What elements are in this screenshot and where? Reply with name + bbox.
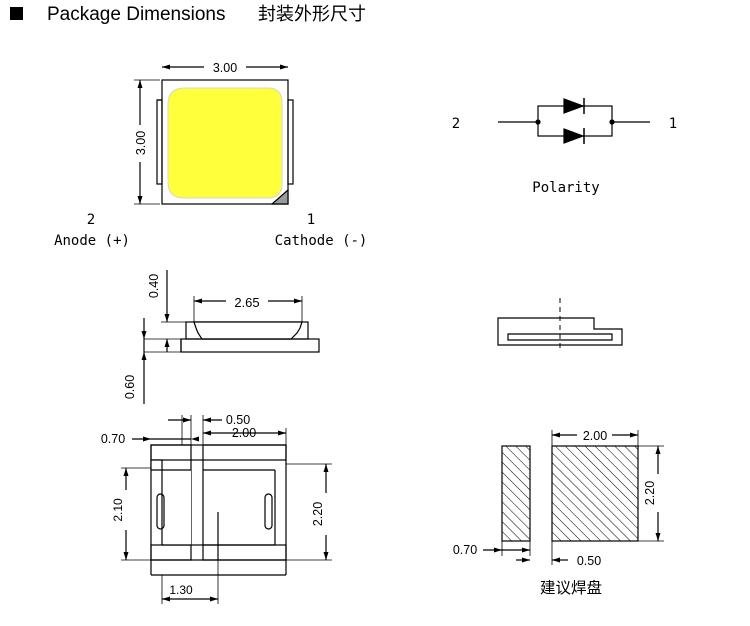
polarity-label: Polarity <box>532 180 599 196</box>
side-width-label: 2.65 <box>234 295 259 310</box>
side-view <box>141 270 320 404</box>
polarity-pin-right: 1 <box>669 116 677 132</box>
bottom-070-label: 0.70 <box>101 432 125 446</box>
side-view-section <box>497 298 623 352</box>
bottom-130-label: 1.30 <box>169 583 193 597</box>
polarity-diagram <box>498 98 650 144</box>
pin-left-label: Anode (+) <box>54 233 130 249</box>
side-base-height-label: 0.60 <box>123 375 137 399</box>
pin-right-label: Cathode (-) <box>275 233 368 249</box>
diode-lower <box>563 128 585 144</box>
pad-050-label: 0.50 <box>577 554 601 568</box>
top-view <box>134 64 294 205</box>
header-title-cn: 封装外形尺寸 <box>258 4 366 24</box>
diode-upper <box>563 98 585 114</box>
led-emitter <box>167 87 283 199</box>
cathode-mark <box>270 188 289 205</box>
pad-200-label: 2.00 <box>583 429 607 443</box>
pad-070-label: 0.70 <box>453 543 477 557</box>
bottom-view <box>121 415 332 604</box>
bottom-050-label: 0.50 <box>226 413 250 427</box>
pad-label: 建议焊盘 <box>540 578 602 597</box>
header-title: Package Dimensions <box>47 4 225 25</box>
bottom-pad-right <box>202 444 287 561</box>
pin-right-number: 1 <box>307 212 315 228</box>
pad-layout <box>483 430 664 565</box>
side-top-height-label: 0.40 <box>147 274 161 298</box>
bottom-210-label: 2.10 <box>111 498 125 522</box>
bottom-200-label: 2.00 <box>232 426 256 440</box>
pad-small <box>501 445 531 542</box>
pin-left-number: 2 <box>87 212 95 228</box>
top-width-label: 3.00 <box>213 61 237 75</box>
top-height-label: 3.00 <box>134 131 148 155</box>
pad-220-label: 2.20 <box>643 481 657 505</box>
bottom-220-label: 2.20 <box>311 502 325 526</box>
pad-large <box>551 445 639 542</box>
header-bullet <box>10 7 23 20</box>
polarity-pin-left: 2 <box>452 116 460 132</box>
side-view-base <box>180 338 320 353</box>
